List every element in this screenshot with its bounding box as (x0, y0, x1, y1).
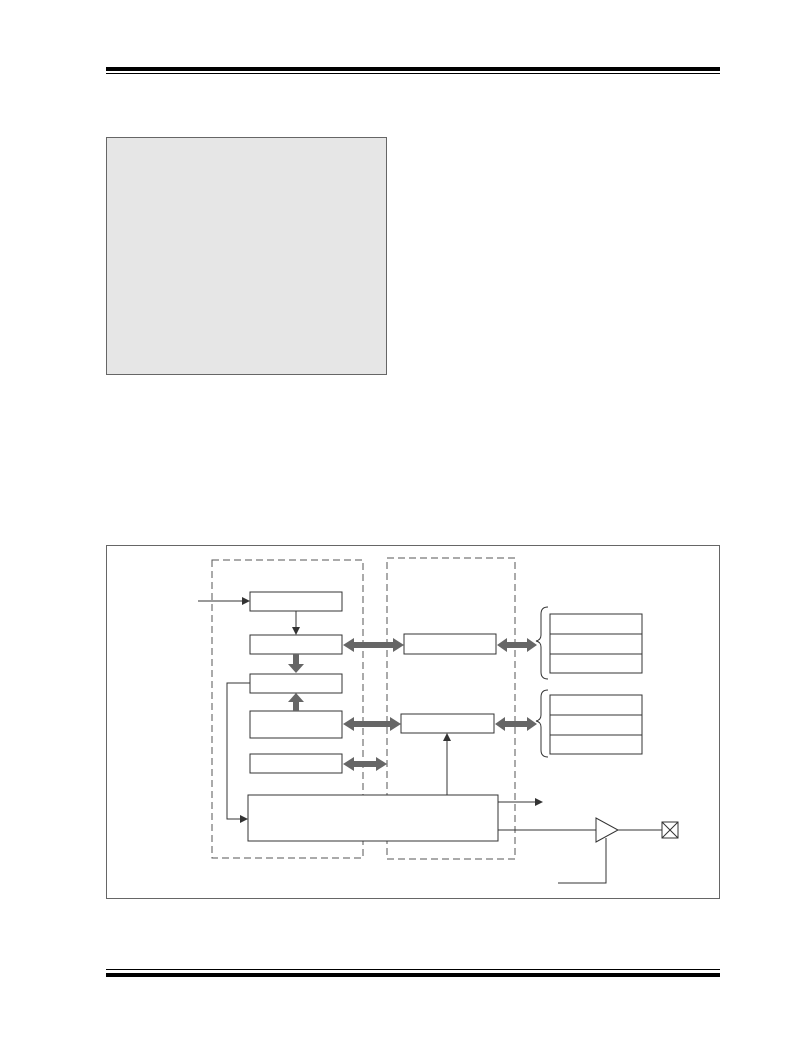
footer-rule-thick (106, 973, 720, 977)
brace-upper (535, 606, 549, 680)
note-box (106, 137, 387, 375)
block-diagram-canvas (198, 557, 679, 884)
block-fourth-left (249, 710, 343, 739)
feedback-line (226, 682, 250, 823)
brace-lower (535, 689, 549, 758)
block-second-left (249, 634, 343, 655)
header-rule-thin (106, 73, 720, 74)
bus-arrow-second-center-upper (343, 638, 404, 652)
footer-rule-thin (106, 969, 720, 970)
bus-arrow-fourth-center-lower (343, 717, 401, 731)
block-wide-bottom (247, 794, 499, 842)
bus-arrow-fifth (343, 757, 387, 771)
block-third-left (249, 673, 343, 694)
pin-crossed-box-icon (661, 821, 679, 839)
header-rule-thick (106, 67, 720, 71)
bus-arrow-down (288, 654, 304, 673)
block-center-lower (400, 713, 495, 734)
register-stack-lower (549, 694, 643, 755)
dashed-region-center (386, 557, 516, 860)
bus-arrows (288, 638, 537, 771)
bus-arrow-center-lower-registers (495, 717, 537, 731)
block-fifth-left (249, 753, 343, 774)
block-center-upper (403, 633, 497, 655)
bus-arrow-center-upper-registers (497, 638, 537, 652)
block-top-left (249, 591, 343, 612)
register-stack-upper (549, 613, 643, 674)
buffer-triangle-icon (595, 817, 620, 843)
dashed-region-left (211, 559, 364, 859)
buffer-enable-line (558, 838, 607, 884)
block-diagram-frame (106, 545, 720, 899)
bus-arrow-up (288, 693, 304, 711)
